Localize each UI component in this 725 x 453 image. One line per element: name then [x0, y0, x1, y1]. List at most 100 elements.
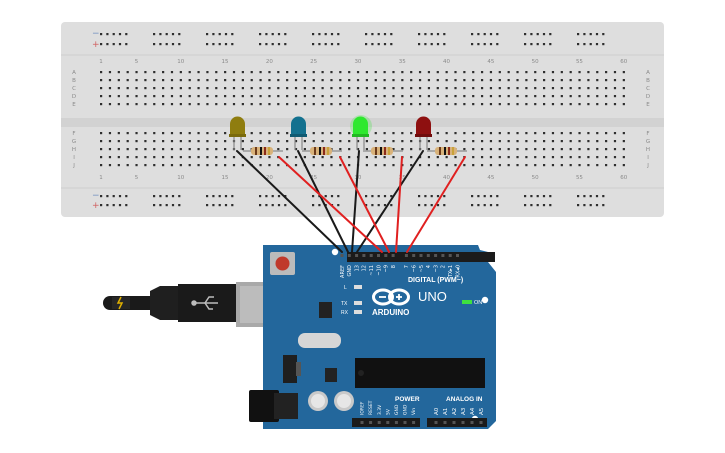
breadboard-holes — [100, 33, 625, 207]
digital-pin-label: ~3 — [433, 265, 439, 272]
yellow-led — [229, 116, 246, 150]
column-number: 55 — [576, 175, 583, 181]
power-pin-label: GND — [403, 404, 409, 415]
digital-pin-label: GND — [347, 265, 353, 277]
rail-minus-label: − — [92, 29, 100, 39]
resistor-1 — [243, 147, 283, 155]
analog-pin-label: A5 — [479, 407, 485, 415]
power-header — [352, 418, 420, 427]
column-number: 20 — [266, 175, 273, 181]
power-pin-label: 3.3V — [377, 404, 383, 415]
rail-minus-label-bottom: − — [92, 191, 100, 201]
digital-pin-label: ~10 — [376, 265, 382, 276]
analog-pin-label: A3 — [461, 407, 467, 415]
onboard-leds: L TX RX ON — [341, 285, 482, 316]
column-number: 10 — [177, 59, 184, 65]
usb-chip — [319, 302, 332, 318]
power-pin-label: IOREF — [360, 401, 366, 415]
wires — [236, 150, 466, 253]
rail-plus-label-bottom: + — [92, 201, 100, 211]
power-label: POWER — [395, 396, 420, 403]
voltage-regulator — [283, 355, 297, 383]
arduino-logo: ARDUINO UNO — [372, 288, 447, 317]
column-number: 45 — [487, 59, 494, 65]
digital-pin-label: 4 — [426, 265, 432, 268]
on-label: ON — [474, 300, 482, 306]
row-letter: C — [72, 86, 76, 92]
column-number: 50 — [532, 59, 539, 65]
leds — [229, 115, 432, 150]
analog-pin-label: A1 — [443, 408, 449, 415]
reset-button[interactable] — [270, 252, 295, 275]
row-letter: D — [72, 94, 76, 100]
power-pin-label: Vin — [411, 408, 417, 415]
row-letter: G — [646, 139, 650, 145]
atmega-chip — [355, 358, 485, 388]
digital-pin-label: AREF — [340, 265, 346, 278]
column-number: 15 — [222, 59, 229, 65]
column-number: 55 — [576, 59, 583, 65]
column-number: 50 — [532, 175, 539, 181]
power-pin-label: GND — [394, 404, 400, 415]
analog-pin-label: A2 — [452, 408, 458, 415]
row-letter: E — [646, 102, 650, 108]
analog-label: ANALOG IN — [446, 396, 483, 403]
power-pin-label: RESET — [368, 400, 374, 415]
column-number: 15 — [222, 175, 229, 181]
led-rx-label: RX — [341, 310, 349, 316]
ground-wire-3 — [351, 150, 360, 253]
column-number: 60 — [620, 175, 627, 181]
blue-led — [290, 116, 307, 150]
small-chip — [325, 368, 337, 382]
power-pin-label: 5V — [385, 408, 391, 415]
column-number: 1 — [99, 175, 103, 181]
column-number: 5 — [135, 175, 139, 181]
row-letter: J — [646, 163, 649, 169]
digital-pin-label: ~5 — [419, 265, 425, 272]
row-letter: B — [72, 78, 76, 84]
row-letter: C — [646, 86, 650, 92]
row-letter: D — [646, 94, 650, 100]
row-letter: H — [72, 147, 76, 153]
row-letter: J — [72, 163, 75, 169]
digital-pin-label: TX▸1 — [448, 265, 454, 278]
ground-wire-2 — [297, 150, 349, 253]
row-letter: E — [72, 102, 76, 108]
column-number: 60 — [620, 59, 627, 65]
analog-header — [427, 418, 487, 427]
column-number: 45 — [487, 175, 494, 181]
column-number: 25 — [310, 59, 317, 65]
column-number: 10 — [177, 175, 184, 181]
column-number: 20 — [266, 59, 273, 65]
digital-pin-label: 2 — [441, 265, 447, 268]
green-led — [350, 115, 372, 150]
column-number: 35 — [399, 59, 406, 65]
column-number: 1 — [99, 59, 103, 65]
signal-wire-2 — [339, 156, 390, 253]
column-number: 5 — [135, 59, 139, 65]
lightning-icon — [116, 296, 124, 310]
resistors — [243, 147, 467, 155]
digital-pin-label: 7 — [404, 265, 410, 268]
usb-icon — [191, 296, 218, 310]
signal-wire-1 — [278, 156, 383, 253]
crystal-oscillator — [298, 333, 341, 348]
digital-pin-label: 8 — [391, 265, 397, 268]
analog-pin-label: A0 — [434, 407, 440, 415]
column-number: 30 — [354, 59, 361, 65]
row-letter: G — [72, 139, 76, 145]
signal-wire-3 — [395, 156, 403, 253]
power-jack — [249, 390, 298, 422]
led-tx-label: TX — [341, 301, 348, 307]
rail-plus-label: + — [92, 40, 100, 50]
digital-pin-label: 12 — [362, 265, 368, 271]
row-letter: I — [647, 155, 649, 161]
row-letter: I — [73, 155, 75, 161]
digital-pin-label: ~9 — [384, 265, 390, 272]
ground-wire-1 — [236, 150, 343, 253]
digital-pin-label: ~6 — [412, 265, 418, 272]
resistor-4 — [427, 147, 467, 155]
